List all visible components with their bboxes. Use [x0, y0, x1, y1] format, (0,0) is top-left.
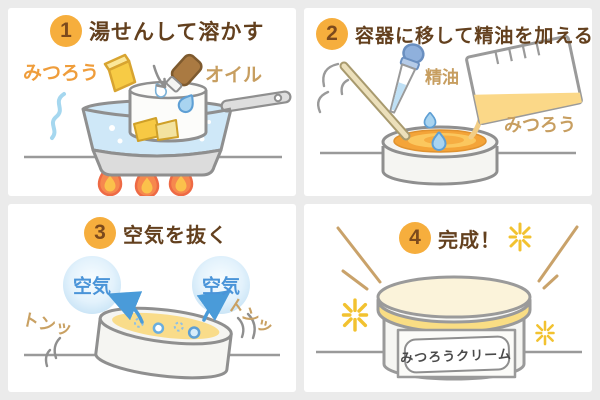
- oil-bottle-icon: [165, 53, 203, 93]
- tap-arrow-icon: [107, 291, 144, 324]
- water-bubble: [109, 125, 115, 131]
- step-header: 2 容器に移して精油を加える: [316, 18, 592, 50]
- step-title: 湯せんして溶かす: [89, 21, 265, 44]
- step-number-badge: 2: [316, 18, 348, 50]
- sparkle-icon: [535, 320, 555, 346]
- tap-arrow-icon: [196, 289, 232, 322]
- cream-container-icon: [381, 125, 499, 186]
- jar-product-label: みつろうクリーム: [399, 346, 513, 366]
- step-panel-3: 3 空気を抜く 空気 空気 トンッ トンッ: [8, 204, 296, 392]
- shake-marks: [44, 312, 256, 368]
- dropper-icon: [389, 43, 425, 114]
- cream-jar-icon: [376, 275, 532, 381]
- remove-air-illustration: [24, 256, 280, 380]
- jar-lid-band: [376, 298, 532, 334]
- beeswax-label: みつろう: [504, 115, 576, 135]
- steam-icon: [50, 92, 66, 140]
- step-header: 4 完成！: [399, 222, 501, 254]
- wax-cube: [155, 119, 179, 141]
- step-panel-1: 1 湯せんして溶かす みつろう オイル: [8, 8, 296, 196]
- step-title: 容器に移して精油を加える: [355, 25, 592, 47]
- air-label: 空気: [72, 276, 112, 298]
- motion-arcs: [317, 62, 350, 114]
- step-title: 空気を抜く: [123, 224, 228, 247]
- air-bubble: [187, 326, 201, 339]
- jar-label-frame: [403, 335, 511, 374]
- step-number-badge: 3: [84, 217, 116, 249]
- drop-icon: [423, 111, 437, 129]
- ray-icon: [336, 225, 579, 291]
- finished-cream-illustration: [316, 222, 582, 381]
- essential-oil-label: 精油: [425, 68, 459, 87]
- jar-cream-top: [376, 275, 532, 319]
- air-bubble: [173, 321, 184, 332]
- measuring-cup-icon: [465, 34, 583, 126]
- beeswax-block-icon: [103, 53, 137, 93]
- inner-cup-icon: [128, 80, 208, 143]
- sparkle-icon: [508, 222, 532, 252]
- stir-stick-icon: [339, 61, 411, 141]
- step-header: 1 湯せんして溶かす: [50, 15, 264, 47]
- step-panel-2: 2 容器に移して精油を加える 精油 みつろう: [304, 8, 592, 196]
- melt-in-water-bath-illustration: [24, 53, 292, 196]
- oil-label: オイル: [205, 65, 263, 86]
- step-header: 3 空気を抜く: [84, 217, 228, 249]
- sparkle-icon: [341, 298, 369, 332]
- add-essential-oil-illustration: [317, 34, 583, 186]
- step-title: 完成！: [438, 229, 501, 252]
- arrow-down-icon: [152, 64, 167, 89]
- air-bubble-large: [63, 256, 121, 314]
- step-panel-4: 4 完成！ みつろうクリーム: [304, 204, 592, 392]
- beeswax-label: みつろう: [23, 63, 100, 84]
- step-number-badge: 1: [50, 15, 82, 47]
- air-bubble: [152, 322, 165, 334]
- cream-container-icon: [94, 306, 233, 380]
- step-number-badge: 4: [399, 222, 431, 254]
